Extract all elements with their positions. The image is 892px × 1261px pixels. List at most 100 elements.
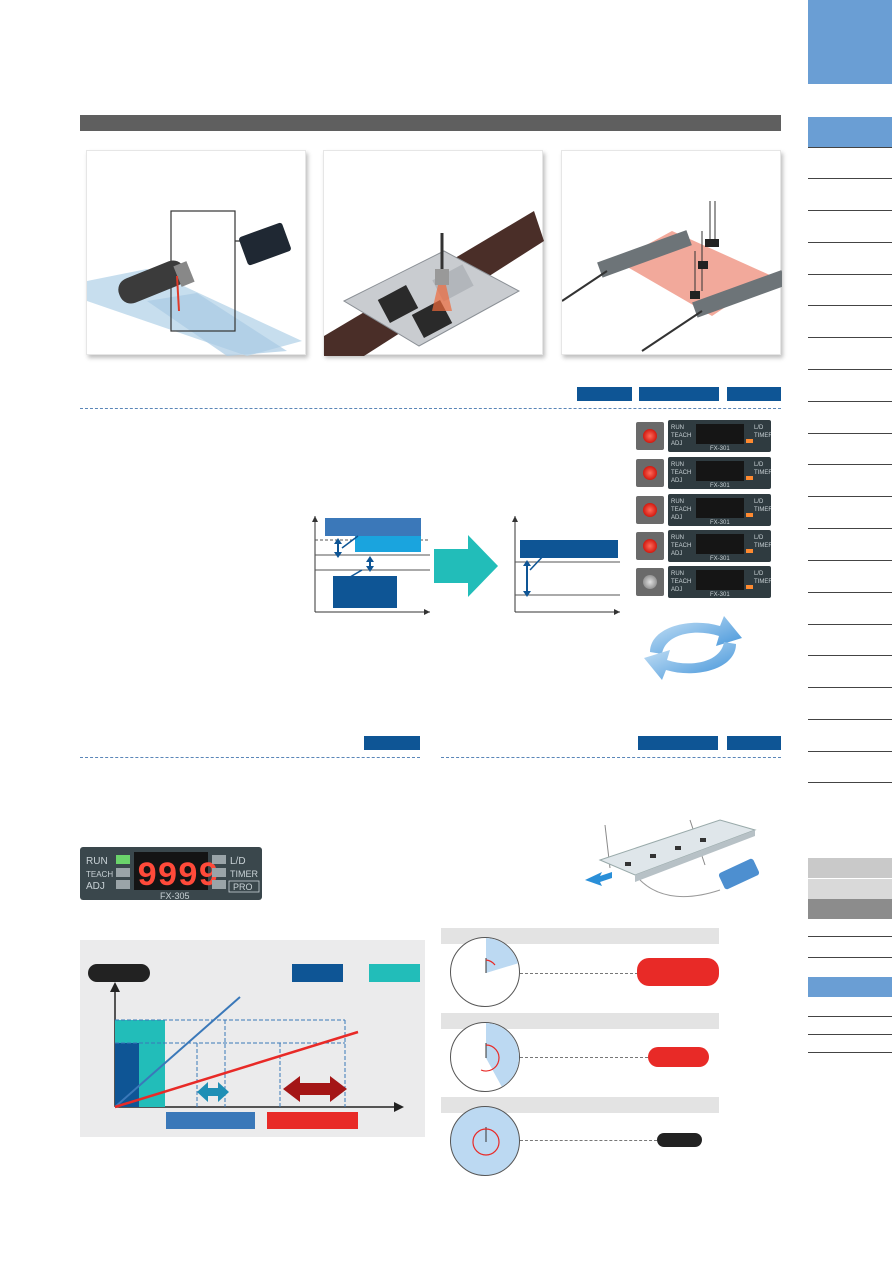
panel-right-label: L/D bbox=[754, 499, 764, 505]
index-divider bbox=[808, 687, 892, 688]
feature-tag bbox=[577, 387, 632, 401]
response-gauge-1 bbox=[450, 937, 520, 1007]
index-divider bbox=[808, 560, 892, 561]
label-timer: TIMER bbox=[230, 869, 258, 879]
index-divider bbox=[808, 210, 892, 211]
panel-right-label: L/D bbox=[754, 462, 764, 468]
legend-bar-red bbox=[267, 1112, 358, 1129]
label-ld: L/D bbox=[230, 856, 246, 867]
panel-model-label: FX-301 bbox=[710, 592, 730, 598]
panel-left-label: RUN bbox=[671, 462, 684, 468]
run-lamp-icon bbox=[116, 855, 130, 864]
panel-model-label: FX-301 bbox=[710, 556, 730, 562]
indicator-lamp-icon bbox=[636, 422, 664, 450]
panel-right-label: L/D bbox=[754, 425, 764, 431]
label-pro: PRO bbox=[233, 882, 253, 892]
section-divider bbox=[80, 757, 420, 758]
section-divider bbox=[441, 757, 781, 758]
panel-right-label: TIMER bbox=[754, 579, 771, 585]
panel-left-label: TEACH bbox=[671, 433, 691, 439]
indicator-lamp-icon bbox=[636, 459, 664, 487]
panel-left-label: TEACH bbox=[671, 579, 691, 585]
gauge-leader-line bbox=[520, 1140, 657, 1141]
indicator-lamp-icon bbox=[636, 568, 664, 596]
gauge-header-bar bbox=[441, 1013, 719, 1029]
index-divider bbox=[808, 147, 892, 148]
application-image-area-sensor bbox=[561, 150, 787, 355]
panel-right-label: TIMER bbox=[754, 507, 771, 513]
index-divider bbox=[808, 1052, 892, 1053]
index-divider bbox=[808, 655, 892, 656]
panel-left-label: ADJ bbox=[671, 441, 682, 447]
panel-left-label: TEACH bbox=[671, 470, 691, 476]
gauge-header-bar bbox=[441, 1097, 719, 1113]
index-divider bbox=[808, 178, 892, 179]
section-divider bbox=[80, 408, 781, 409]
model-label: FX-305 bbox=[160, 891, 190, 900]
index-divider bbox=[808, 719, 892, 720]
index-divider bbox=[808, 528, 892, 529]
gauge-leader-line bbox=[520, 1057, 648, 1058]
application-image-film-sensing bbox=[86, 150, 306, 356]
speed-badge-low bbox=[657, 1133, 702, 1147]
display-value: 9999 bbox=[137, 858, 219, 896]
index-divider bbox=[808, 369, 892, 370]
response-gauge-3 bbox=[450, 1106, 520, 1176]
speed-badge-medium bbox=[648, 1047, 709, 1067]
panel-left-label: TEACH bbox=[671, 507, 691, 513]
label-teach: TEACH bbox=[86, 870, 113, 879]
panel-right-label: L/D bbox=[754, 571, 764, 577]
panel-left-label: RUN bbox=[671, 425, 684, 431]
right-arrow-icon bbox=[434, 535, 498, 597]
indicator-lamp-icon bbox=[636, 496, 664, 524]
index-divider bbox=[808, 496, 892, 497]
panel-model-label: FX-301 bbox=[710, 520, 730, 526]
legend-swatch-teal bbox=[369, 964, 420, 982]
feature-tag bbox=[638, 736, 718, 750]
index-divider bbox=[808, 337, 892, 338]
index-block-dark[interactable] bbox=[808, 899, 892, 919]
fx-305-display: RUN TEACH ADJ 9999 L/D TIMER PRO FX-305 bbox=[80, 847, 262, 900]
output-lamp-icon bbox=[746, 585, 753, 589]
feature-tag bbox=[727, 736, 781, 750]
panel-right-label: TIMER bbox=[754, 470, 771, 476]
conveyor-illustration bbox=[585, 819, 760, 898]
index-block-gray[interactable] bbox=[808, 858, 892, 878]
index-divider bbox=[808, 957, 892, 958]
index-divider bbox=[808, 624, 892, 625]
panel-left-label: ADJ bbox=[671, 587, 682, 593]
output-lamp-icon bbox=[746, 439, 753, 443]
index-divider bbox=[808, 401, 892, 402]
output-lamp-icon bbox=[746, 549, 753, 553]
panel-left-label: RUN bbox=[671, 535, 684, 541]
index-divider bbox=[808, 751, 892, 752]
threshold-graph-after bbox=[512, 516, 620, 615]
index-divider bbox=[808, 242, 892, 243]
application-image-chip-detection bbox=[323, 150, 544, 356]
index-block-active[interactable] bbox=[808, 117, 892, 147]
index-divider bbox=[808, 305, 892, 306]
feature-tag bbox=[639, 387, 719, 401]
label-run: RUN bbox=[86, 856, 108, 867]
panel-left-label: RUN bbox=[671, 499, 684, 505]
index-divider bbox=[808, 1034, 892, 1035]
panel-right-label: TIMER bbox=[754, 433, 771, 439]
panel-right-label: TIMER bbox=[754, 543, 771, 549]
feature-tag bbox=[727, 387, 781, 401]
panel-model-label: FX-301 bbox=[710, 483, 730, 489]
index-divider bbox=[808, 1016, 892, 1017]
index-block-gray[interactable] bbox=[808, 879, 892, 899]
legend-bar-blue bbox=[166, 1112, 255, 1129]
speed-badge-high bbox=[637, 958, 719, 986]
index-divider bbox=[808, 464, 892, 465]
index-divider bbox=[808, 936, 892, 937]
threshold-graph-before bbox=[312, 516, 430, 615]
cycle-arrows-icon bbox=[644, 616, 742, 680]
graph-badge bbox=[88, 964, 150, 982]
index-block-blue[interactable] bbox=[808, 977, 892, 997]
